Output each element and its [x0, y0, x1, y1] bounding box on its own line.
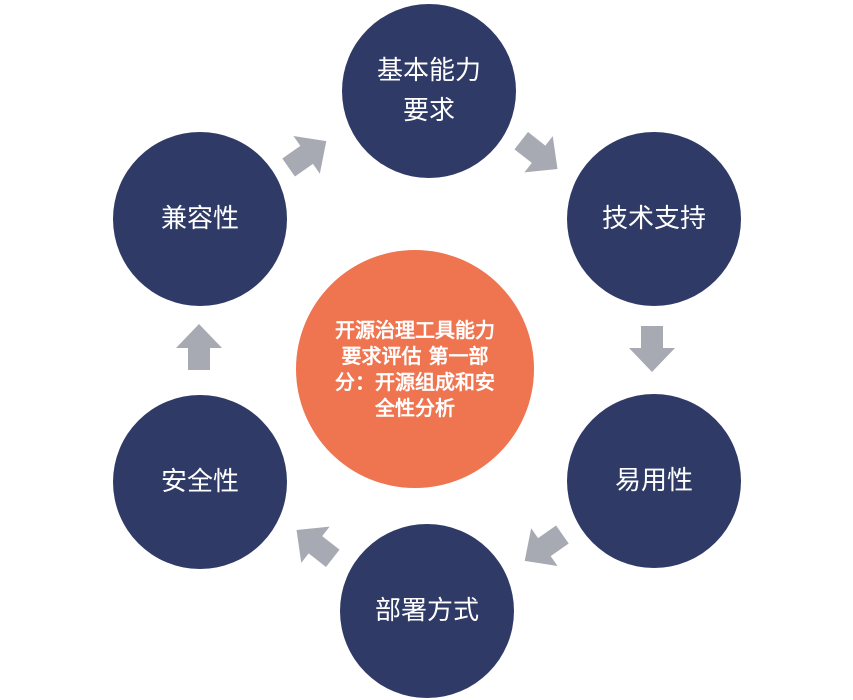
- node-label-security: 安全性: [160, 466, 239, 497]
- node-label-usability: 易用性: [614, 465, 693, 496]
- node-label-deployment-method: 部署方式: [374, 595, 479, 626]
- arrow-icon: [176, 324, 222, 370]
- arrow-icon: [524, 525, 569, 566]
- node-basic-capability: 基本能力要求: [342, 4, 516, 178]
- arrow-icon: [282, 136, 327, 177]
- arrow-security-to-compatibility: [176, 324, 222, 370]
- node-label-technical-support: 技术支持: [601, 203, 706, 234]
- node-technical-support: 技术支持: [567, 132, 741, 306]
- arrow-usability-to-deployment-method: [524, 525, 569, 566]
- node-deployment-method: 部署方式: [340, 524, 514, 698]
- node-label-compatibility: 兼容性: [160, 203, 239, 234]
- node-label-basic-capability: 基本能力要求: [376, 55, 481, 126]
- node-security: 安全性: [113, 395, 287, 569]
- node-compatibility: 兼容性: [113, 132, 287, 306]
- arrow-basic-capability-to-technical-support: [514, 132, 558, 173]
- arrow-icon: [629, 326, 675, 372]
- arrow-compatibility-to-basic-capability: [282, 136, 327, 177]
- center-node-label: 开源治理工具能力要求评估 第一部分：开源组成和安全性分析: [335, 318, 495, 420]
- center-node: 开源治理工具能力要求评估 第一部分：开源组成和安全性分析: [296, 250, 534, 488]
- arrow-icon: [514, 132, 558, 173]
- arrow-deployment-method-to-security: [296, 526, 340, 567]
- arrow-icon: [296, 526, 340, 567]
- arrow-technical-support-to-usability: [629, 326, 675, 372]
- node-usability: 易用性: [567, 394, 741, 568]
